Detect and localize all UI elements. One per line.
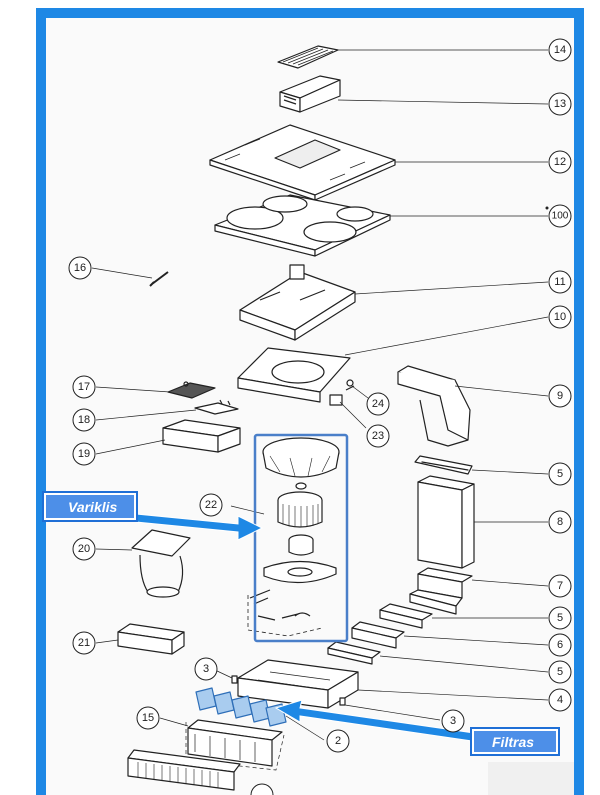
part-9-elbow-duct <box>397 365 471 447</box>
callout-16 <box>68 256 92 280</box>
num-13: 13 <box>554 98 566 110</box>
part-3-screw-right <box>339 697 346 706</box>
num-23: 23 <box>372 430 384 442</box>
callout-14 <box>548 38 572 62</box>
callout-partial <box>250 783 274 795</box>
faded-watermark <box>488 762 574 795</box>
num-24: 24 <box>372 398 384 410</box>
callout-5c <box>548 660 572 684</box>
callout-3b <box>441 709 465 733</box>
part-17-control-board <box>167 381 216 399</box>
callout-22 <box>199 493 223 517</box>
num-8: 8 <box>557 516 563 528</box>
callout-4 <box>548 688 572 712</box>
num-16: 16 <box>74 262 86 274</box>
num-12: 12 <box>554 156 566 168</box>
num-5b: 5 <box>557 612 563 624</box>
part-19-tray <box>162 419 241 453</box>
num-5a: 5 <box>557 468 563 480</box>
num-3a: 3 <box>203 663 209 675</box>
part-5-seal-ring-top <box>414 455 473 475</box>
part-100-heating-elements <box>214 194 391 257</box>
part-8-filter-block <box>417 475 475 569</box>
num-6: 6 <box>557 639 563 651</box>
part-3-screw-left <box>231 675 238 684</box>
motor-callout-label: Variklis <box>42 491 138 522</box>
part-12-glass-cooktop <box>209 124 396 201</box>
num-17: 17 <box>78 381 90 393</box>
part-20-round-adapter <box>131 529 191 598</box>
callout-13 <box>548 92 572 116</box>
leader-lines <box>91 49 549 741</box>
callout-17 <box>72 375 96 399</box>
part-16-clip <box>149 271 169 287</box>
part-5-seal-ring-lower <box>327 641 381 665</box>
num-10: 10 <box>554 311 566 323</box>
part-13-air-duct <box>279 75 341 113</box>
num-19: 19 <box>78 448 90 460</box>
variklis-arrow <box>135 513 264 541</box>
callout-6 <box>548 633 572 657</box>
callout-10 <box>548 305 572 329</box>
num-5c: 5 <box>557 666 563 678</box>
num-11: 11 <box>554 276 565 288</box>
num-21: 21 <box>78 637 90 649</box>
num-3b: 3 <box>450 715 456 727</box>
motor-highlight-box <box>253 433 349 643</box>
num-15: 15 <box>142 712 154 724</box>
part-24-connector <box>345 379 355 391</box>
callout-19 <box>72 442 96 466</box>
callout-5b <box>548 606 572 630</box>
part-23-block <box>329 394 343 406</box>
filter-callout-label: Filtras <box>470 727 560 756</box>
part-11-lower-housing <box>239 264 356 341</box>
callout-5a <box>548 462 572 486</box>
num-2: 2 <box>335 735 341 747</box>
callout-11 <box>548 270 572 294</box>
part-21-box-duct <box>117 623 185 655</box>
part-10-fan-frame <box>237 347 351 403</box>
callout-2 <box>326 729 350 753</box>
callout-15 <box>136 706 160 730</box>
part-number-labels: 14 13 12 100 16 11 10 9 17 24 18 23 19 5… <box>74 44 569 747</box>
callout-9 <box>548 384 572 408</box>
callout-23 <box>366 424 390 448</box>
callout-24 <box>366 392 390 416</box>
num-100: 100 <box>552 211 569 222</box>
filtras-arrow <box>274 699 475 742</box>
num-20: 20 <box>78 543 90 555</box>
part-22-motor-assembly <box>247 437 340 637</box>
num-22: 22 <box>205 499 217 511</box>
callout-12 <box>548 150 572 174</box>
num-4: 4 <box>557 694 563 706</box>
callout-7 <box>548 574 572 598</box>
part-5-seal-ring-middle <box>379 603 433 629</box>
part-4-filter-housing <box>237 659 359 709</box>
callout-100 <box>548 204 572 228</box>
callout-20 <box>72 537 96 561</box>
num-7: 7 <box>557 580 563 592</box>
callout-21 <box>72 631 96 655</box>
callout-18 <box>72 408 96 432</box>
marker-dot <box>545 206 549 210</box>
num-18: 18 <box>78 414 90 426</box>
part-18-cover-plate <box>194 399 239 415</box>
part-15-front-frame <box>185 719 285 771</box>
part-number-callouts <box>68 38 572 795</box>
num-9: 9 <box>557 390 563 402</box>
part-6-connector-duct <box>351 621 405 649</box>
part-14-top-grille <box>277 45 339 69</box>
num-14: 14 <box>554 44 566 56</box>
callout-8 <box>548 510 572 534</box>
callout-3a <box>194 657 218 681</box>
part-7-rect-adapter <box>409 567 473 615</box>
bottom-grille <box>127 749 241 791</box>
